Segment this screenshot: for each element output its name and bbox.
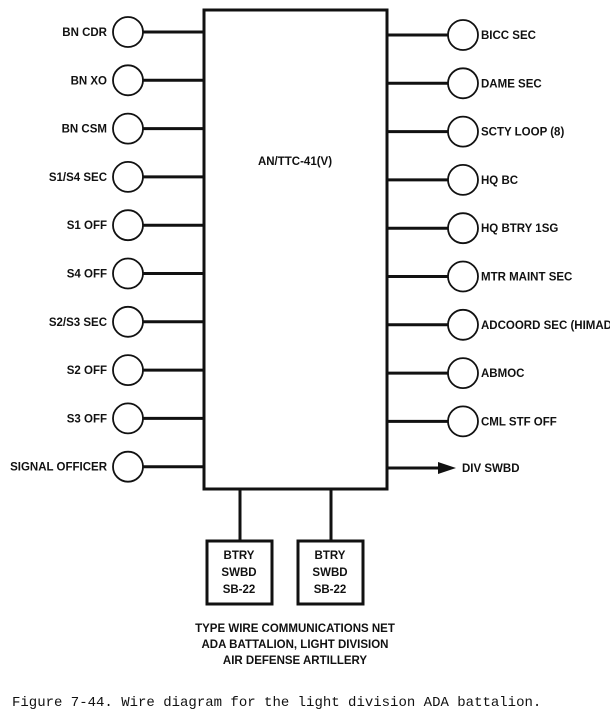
node-label: SIGNAL OFFICER	[10, 462, 108, 474]
right-node: BICC SEC	[387, 19, 536, 51]
terminal-circle	[447, 67, 479, 100]
arrow-head-icon	[438, 462, 456, 474]
node-label: S2/S3 SEC	[49, 317, 107, 329]
right-node: HQ BC	[387, 163, 518, 196]
right-node: HQ BTRY 1SG	[387, 212, 558, 245]
node-label: HQ BTRY 1SG	[481, 223, 558, 235]
left-node: S3 OFF	[67, 402, 204, 435]
left-node: BN XO	[71, 64, 204, 97]
node-label: BICC SEC	[481, 30, 536, 42]
node-label: MTR MAINT SEC	[481, 272, 572, 284]
left-node: BN CSM	[62, 112, 204, 145]
left-node: S2/S3 SEC	[49, 305, 204, 338]
terminal-circle	[447, 163, 479, 196]
node-label: ABMOC	[481, 368, 524, 380]
diagram-title-line-3: AIR DEFENSE ARTILLERY	[223, 655, 368, 667]
node-label: SCTY LOOP (8)	[481, 127, 564, 139]
terminal-circle	[112, 257, 144, 290]
node-label: DAME SEC	[481, 78, 542, 90]
terminal-circle	[112, 450, 144, 483]
node-label: BN CSM	[62, 124, 107, 136]
left-node: SIGNAL OFFICER	[10, 450, 204, 483]
terminal-circle	[112, 16, 144, 48]
terminal-circle	[112, 112, 144, 145]
swbd-1-box	[205, 539, 274, 606]
left-node: S4 OFF	[67, 257, 204, 290]
div-swbd-connection: DIV SWBD	[387, 462, 520, 475]
diagram-title-line-1: TYPE WIRE COMMUNICATIONS NET	[195, 623, 395, 635]
node-label: S1/S4 SEC	[49, 172, 107, 184]
swbd-2-box	[296, 539, 365, 606]
terminal-circle	[447, 260, 479, 293]
diagram-title-line-2: ADA BATTALION, LIGHT DIVISION	[202, 639, 389, 651]
battery-switchboard-1: BTRY SWBD SB-22	[205, 489, 274, 606]
node-label: ADCOORD SEC (HIMAD)	[481, 320, 610, 332]
node-label: BN XO	[71, 75, 107, 87]
terminal-circle	[112, 209, 144, 242]
right-node: CML STF OFF	[387, 405, 557, 438]
node-label: S4 OFF	[67, 269, 107, 281]
swbd-2-line-1: BTRY	[315, 550, 346, 562]
left-node: BN CDR	[62, 16, 204, 48]
terminal-circle	[447, 212, 479, 245]
left-node: S1/S4 SEC	[49, 160, 204, 193]
terminal-circle	[112, 354, 144, 387]
terminal-circle	[447, 19, 479, 51]
terminal-circle	[447, 308, 479, 341]
central-switchboard-box	[202, 8, 389, 491]
right-node: ADCOORD SEC (HIMAD)	[387, 308, 610, 341]
swbd-2-line-2: SWBD	[312, 567, 347, 579]
terminal-circle	[112, 64, 144, 97]
div-swbd-label: DIV SWBD	[462, 463, 520, 475]
terminal-circle	[447, 357, 479, 390]
swbd-1-line-2: SWBD	[221, 567, 256, 579]
swbd-1-line-3: SB-22	[223, 584, 256, 596]
node-label: S2 OFF	[67, 365, 107, 377]
terminal-circle	[447, 115, 479, 148]
right-node: DAME SEC	[387, 67, 542, 100]
left-node: S2 OFF	[67, 354, 204, 387]
node-label: HQ BC	[481, 175, 518, 187]
terminal-circle	[447, 405, 479, 438]
figure-caption: Figure 7-44. Wire diagram for the light …	[12, 695, 541, 711]
right-connections: BICC SEC DAME SEC SCTY LOOP (8) HQ BC HQ BTR…	[387, 19, 610, 438]
node-label: S1 OFF	[67, 220, 107, 232]
battery-switchboard-2: BTRY SWBD SB-22	[296, 489, 365, 606]
swbd-1-line-1: BTRY	[224, 550, 255, 562]
terminal-circle	[112, 160, 144, 193]
right-node: SCTY LOOP (8)	[387, 115, 564, 148]
right-node: ABMOC	[387, 357, 524, 390]
central-box-label: AN/TTC-41(V)	[258, 156, 332, 168]
left-node: S1 OFF	[67, 209, 204, 242]
left-connections: BN CDR BN XO BN CSM S1/S4 SEC S1 OFF S4 OFF S2…	[10, 16, 204, 483]
right-node: MTR MAINT SEC	[387, 260, 572, 293]
terminal-circle	[112, 305, 144, 338]
node-label: CML STF OFF	[481, 416, 557, 428]
swbd-2-line-3: SB-22	[314, 584, 347, 596]
terminal-circle	[112, 402, 144, 435]
node-label: S3 OFF	[67, 413, 107, 425]
node-label: BN CDR	[62, 27, 107, 39]
